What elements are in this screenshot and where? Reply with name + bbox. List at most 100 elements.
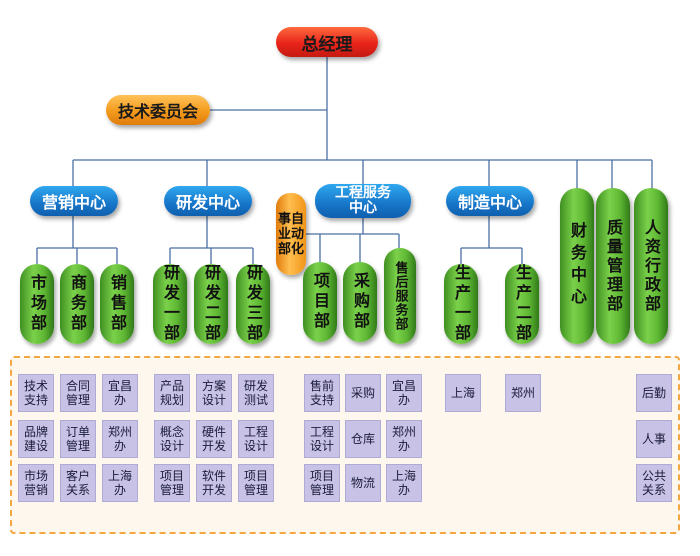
function-contract-mgmt: 合同管理 [60,374,96,412]
function-hardware-dev-label: 硬件开发 [201,425,226,453]
tech-committee-box: 技术委员会 [106,95,210,125]
dept-rnd2-label: 研发二部 [202,264,221,344]
business-automation-dept-label: 事自 业动 部化 [277,211,304,257]
function-customer-relations: 客户关系 [60,464,96,502]
dept-rnd2: 研发二部 [194,264,228,344]
function-tech-support-label: 技术支持 [23,379,48,407]
eng-bus [305,218,400,262]
function-shanghai: 上海 [445,374,481,412]
function-zhengzhou-office-2-label: 郑州办 [391,425,416,453]
function-order-mgmt-label: 订单管理 [65,425,90,453]
general-manager-box: 总经理 [276,27,378,57]
dept-quality-label: 质量管理部 [604,218,623,314]
dept-project: 项目部 [303,262,337,342]
dept-rnd3-label: 研发三部 [244,264,263,344]
function-shanghai-office-1-label: 上海办 [107,469,132,497]
dept-business: 商务部 [60,264,94,344]
dept-purchasing-label: 采购部 [351,272,370,332]
function-warehouse: 仓库 [345,420,381,458]
eng-service-center-box: 工程服务 中心 [315,184,411,218]
function-procurement: 采购 [345,374,381,412]
function-engineering-design-label: 工程设计 [243,425,268,453]
marketing-center-label: 营销中心 [41,193,106,212]
function-hardware-dev: 硬件开发 [196,420,232,458]
function-presales-support: 售前支持 [304,374,340,412]
function-yichang-office-2: 宜昌办 [386,374,422,412]
function-zhengzhou-label: 郑州 [510,386,535,400]
function-software-dev-label: 软件开发 [201,469,226,497]
dept-prod2: 生产二部 [505,264,539,344]
function-concept-design-label: 概念设计 [159,425,184,453]
function-yichang-office-1-label: 宜昌办 [107,379,132,407]
function-public-relations-label: 公共关系 [641,469,666,497]
function-personnel: 人事 [636,420,672,458]
function-public-relations: 公共关系 [636,464,672,502]
function-warehouse-label: 仓库 [350,432,375,446]
rnd-center-box: 研发中心 [164,186,252,216]
marketing-bus [36,216,118,264]
dept-quality: 质量管理部 [596,188,630,344]
function-shanghai-office-2-label: 上海办 [391,469,416,497]
function-engineering-design-2: 工程设计 [304,420,340,458]
function-logistics-support: 后勤 [636,374,672,412]
dept-market-label: 市场部 [28,274,47,334]
function-product-planning-label: 产品规划 [159,379,184,407]
dept-rnd1-label: 研发一部 [161,264,180,344]
mfg-bus [460,216,523,264]
function-project-mgmt-3: 项目管理 [304,464,340,502]
dept-hr-admin-label: 人资行政部 [642,218,661,314]
function-market-marketing: 市场营销 [18,464,54,502]
rnd-bus [169,216,254,264]
function-shanghai-label: 上海 [450,386,475,400]
function-project-mgmt-2: 项目管理 [238,464,274,502]
function-logistics: 物流 [345,464,381,502]
function-procurement-label: 采购 [350,386,375,400]
eng-service-center-label: 工程服务 中心 [335,185,391,216]
dept-prod1: 生产一部 [444,264,478,344]
dept-prod2-label: 生产二部 [513,264,532,344]
function-brand-building: 品牌建设 [18,420,54,458]
function-dev-testing: 研发测试 [238,374,274,412]
function-engineering-design-2-label: 工程设计 [309,425,334,453]
dept-rnd3: 研发三部 [236,264,270,344]
function-brand-building-label: 品牌建设 [23,425,48,453]
function-project-mgmt-1-label: 项目管理 [159,469,184,497]
dept-market: 市场部 [20,264,54,344]
function-logistics-support-label: 后勤 [641,386,666,400]
function-shanghai-office-2: 上海办 [386,464,422,502]
function-shanghai-office-1: 上海办 [102,464,138,502]
function-zhengzhou-office-2: 郑州办 [386,420,422,458]
function-tech-support: 技术支持 [18,374,54,412]
function-engineering-design: 工程设计 [238,420,274,458]
dept-purchasing: 采购部 [343,262,377,342]
function-product-planning: 产品规划 [154,374,190,412]
function-presales-support-label: 售前支持 [309,379,334,407]
general-manager-label: 总经理 [301,34,353,55]
function-logistics-label: 物流 [350,476,375,490]
function-dev-testing-label: 研发测试 [243,379,268,407]
dept-finance-label: 财务中心 [568,222,587,310]
dept-after-sales: 售后服务部 [384,248,416,344]
function-personnel-label: 人事 [641,432,666,446]
manufacturing-center-box: 制造中心 [446,186,534,216]
function-yichang-office-2-label: 宜昌办 [391,379,416,407]
function-project-mgmt-1: 项目管理 [154,464,190,502]
function-solution-design: 方案设计 [196,374,232,412]
function-zhengzhou: 郑州 [505,374,541,412]
function-zhengzhou-office-1: 郑州办 [102,420,138,458]
dept-prod1-label: 生产一部 [452,264,471,344]
function-project-mgmt-3-label: 项目管理 [309,469,334,497]
manufacturing-center-label: 制造中心 [457,193,522,212]
dept-after-sales-label: 售后服务部 [392,261,408,331]
function-contract-mgmt-label: 合同管理 [65,379,90,407]
business-automation-dept-box: 事自 业动 部化 [276,193,306,275]
dept-sales-label: 销售部 [108,274,127,334]
dept-finance: 财务中心 [560,188,594,344]
function-market-marketing-label: 市场营销 [23,469,48,497]
dept-rnd1: 研发一部 [153,264,187,344]
function-zhengzhou-office-1-label: 郑州办 [107,425,132,453]
dept-hr-admin: 人资行政部 [634,188,668,344]
dept-project-label: 项目部 [311,272,330,332]
function-software-dev: 软件开发 [196,464,232,502]
